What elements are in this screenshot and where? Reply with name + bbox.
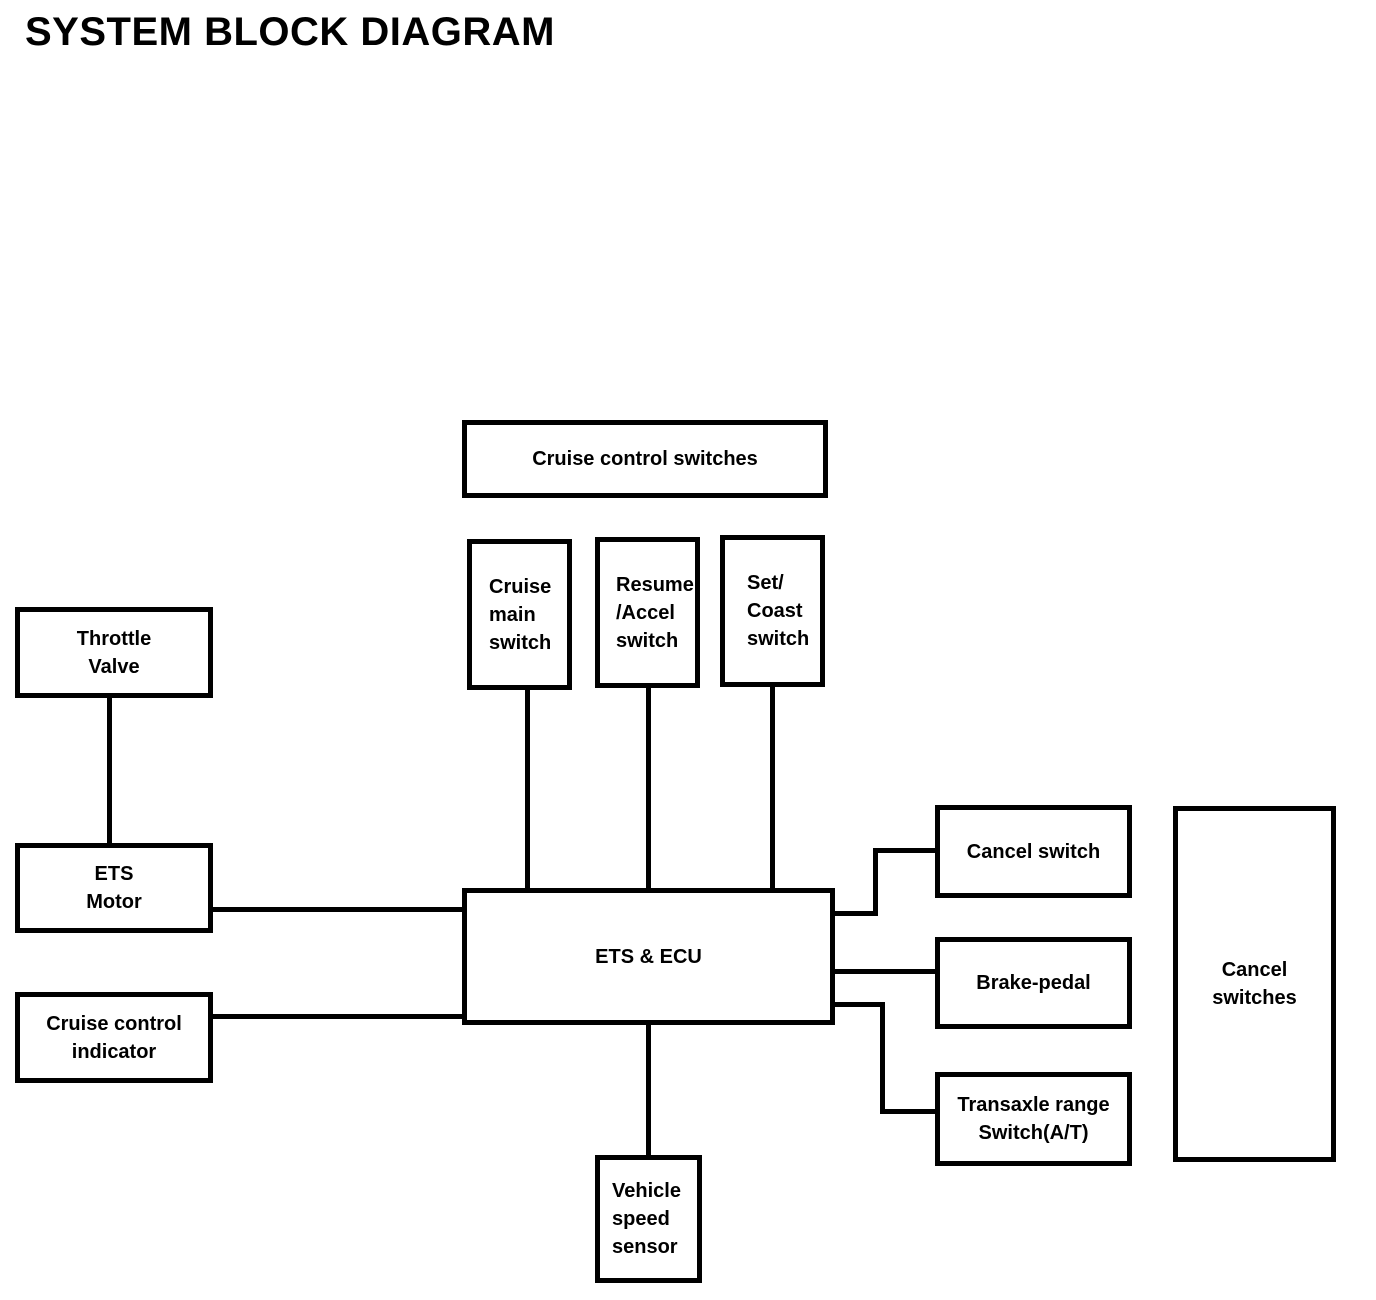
block-label-line: Transaxle range	[957, 1094, 1110, 1116]
wire-ets-motor-to-ets-ecu	[213, 907, 462, 912]
block-label-line: main	[489, 603, 536, 626]
page-title: SYSTEM BLOCK DIAGRAM	[25, 10, 555, 54]
block-throttle-valve: Throttle Valve	[15, 607, 213, 698]
block-label-line: Cruise	[489, 575, 552, 598]
wire-ets-ecu-to-transaxle-seg2	[880, 1002, 885, 1114]
block-label-line: switch	[616, 629, 679, 652]
block-label-line: switch	[747, 628, 810, 650]
block-cruise-control-switches-label: Cruise control switches	[462, 420, 828, 498]
block-label-line: Coast	[747, 600, 803, 622]
block-label-line: Set/	[747, 572, 784, 594]
wire-ets-ecu-to-transaxle-seg1	[835, 1002, 885, 1007]
wire-ets-ecu-to-cancel-switch-seg3	[873, 848, 935, 853]
block-label-line: Throttle	[76, 627, 152, 650]
block-label-line: indicator	[71, 1040, 157, 1063]
block-transaxle-range-switch: Transaxle range Switch(A/T)	[935, 1072, 1132, 1166]
block-label: Cruise control switches	[532, 448, 758, 470]
block-label-line: ETS	[94, 863, 134, 885]
block-label-line: Vehicle	[612, 1180, 681, 1202]
block-label-line: Cruise control	[46, 1012, 182, 1035]
block-cancel-switch: Cancel switch	[935, 805, 1132, 898]
block-label: Brake-pedal	[976, 972, 1091, 994]
block-label-line: sensor	[612, 1236, 678, 1258]
block-label-line: /Accel	[616, 601, 675, 624]
wire-ets-ecu-to-transaxle-seg3	[880, 1109, 935, 1114]
wire-cruise-control-indicator-to-ets-ecu	[213, 1014, 462, 1019]
block-ets-motor: ETS Motor	[15, 843, 213, 933]
wire-ets-ecu-to-cancel-switch-seg1	[835, 911, 878, 916]
block-cruise-control-indicator: Cruise control indicator	[15, 992, 213, 1083]
block-set-coast-switch: Set/ Coast switch	[720, 535, 825, 687]
block-vehicle-speed-sensor: Vehicle speed sensor	[595, 1155, 702, 1283]
wire-resume-accel-switch-to-ets-ecu	[646, 688, 651, 888]
block-label-line: Switch(A/T)	[978, 1122, 1089, 1144]
block-label-line: Resume	[616, 573, 694, 596]
block-cruise-main-switch: Cruise main switch	[467, 539, 572, 690]
wire-ets-ecu-to-cancel-switch-seg2	[873, 848, 878, 916]
block-label-line: switch	[489, 631, 552, 654]
block-cancel-switches: Cancel switches	[1173, 806, 1336, 1162]
wire-throttle-valve-to-ets-motor	[107, 698, 112, 843]
wire-cruise-main-switch-to-ets-ecu	[525, 690, 530, 888]
block-label-line: switches	[1212, 987, 1297, 1009]
block-label-line: speed	[612, 1208, 670, 1230]
wire-set-coast-switch-to-ets-ecu	[770, 687, 775, 888]
block-resume-accel-switch: Resume /Accel switch	[595, 537, 700, 688]
block-label: Cancel switch	[966, 840, 1101, 863]
block-label-line: Cancel	[1221, 959, 1288, 981]
block-label-line: Valve	[88, 655, 140, 678]
block-label-line: Motor	[86, 891, 142, 913]
wire-ets-ecu-to-vehicle-speed-sensor	[646, 1025, 651, 1155]
block-brake-pedal: Brake-pedal	[935, 937, 1132, 1029]
block-label: ETS & ECU	[595, 945, 702, 968]
block-ets-ecu: ETS & ECU	[462, 888, 835, 1025]
wire-ets-ecu-to-brake-pedal	[835, 969, 935, 974]
